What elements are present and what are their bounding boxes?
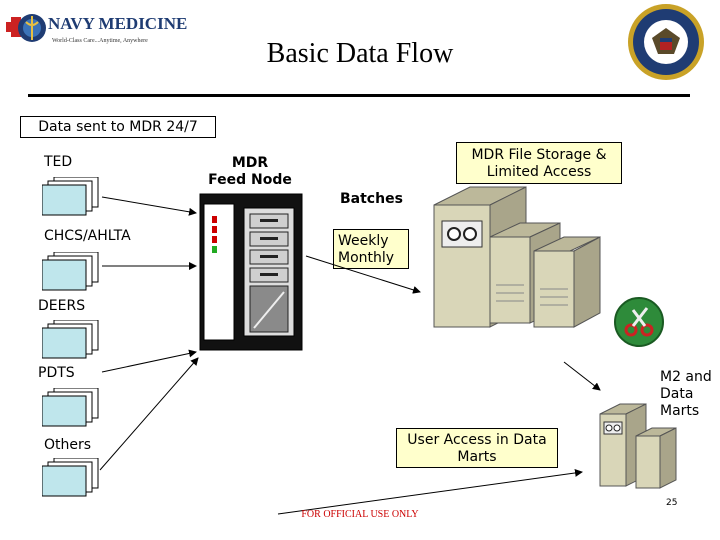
user-access-line2: Marts [457, 449, 497, 465]
marts-label-line3: Marts [660, 403, 700, 419]
arrow-others-to-feed [99, 357, 199, 471]
batches-label: Batches [340, 191, 403, 207]
navy-medicine-logo: NAVY MEDICINE World-Class Care...Anytime… [4, 6, 187, 56]
document-stack-icon [42, 252, 99, 291]
arrow-ted-to-feed [101, 196, 197, 216]
storage-label-line2: Limited Access [486, 164, 592, 180]
arrow-deers-to-feed [101, 349, 197, 373]
user-access-box: User Access in Data Marts [396, 428, 558, 468]
source-label-deers: DEERS [38, 298, 86, 314]
data-sent-label: Data sent to MDR 24/7 [38, 119, 198, 135]
navy-seal [626, 2, 706, 82]
navy-medicine-emblem-icon [6, 14, 46, 42]
document-stack-icon [42, 458, 99, 497]
schedule-monthly: Monthly [338, 250, 395, 266]
data-sent-box: Data sent to MDR 24/7 [20, 116, 216, 138]
storage-server-icon [433, 186, 601, 328]
arrow-feed-to-storage [305, 255, 421, 294]
user-access-line1: User Access in Data [407, 432, 547, 448]
feed-node-label-line1: MDR [231, 155, 269, 171]
data-mart-server-icon [599, 403, 677, 489]
marts-label-line1: M2 and [660, 369, 712, 385]
logo-text: NAVY MEDICINE [48, 14, 188, 33]
arrow-storage-to-marts [563, 361, 601, 391]
feed-node-label: MDR Feed Node [196, 155, 304, 189]
navy-seal-icon [628, 4, 704, 80]
arrow-user-access [277, 468, 583, 515]
document-stack-icon [42, 320, 99, 359]
footer-notice: FOR OFFICIAL USE ONLY [301, 509, 419, 520]
schedule-weekly: Weekly [338, 233, 389, 249]
storage-label-line1: MDR File Storage & [471, 147, 607, 163]
marts-label-line2: Data [660, 386, 694, 402]
document-stack-icon [42, 177, 99, 216]
feed-node-server-icon [199, 193, 303, 351]
storage-box: MDR File Storage & Limited Access [456, 142, 622, 184]
logo-tagline: World-Class Care...Anytime, Anywhere [52, 38, 148, 44]
source-label-pdts: PDTS [38, 365, 75, 381]
feed-node-label-line2: Feed Node [208, 172, 292, 188]
source-label-ted: TED [44, 154, 73, 170]
title-underline [28, 94, 690, 97]
document-stack-icon [42, 388, 99, 427]
source-label-others: Others [44, 437, 92, 453]
source-label-chcs-ahlta: CHCS/AHLTA [44, 228, 131, 244]
schedule-box: Weekly Monthly [333, 229, 409, 269]
marts-label: M2 and Data Marts [660, 369, 712, 420]
page-number: 25 [666, 498, 678, 508]
page-title: Basic Data Flow [266, 38, 454, 69]
tools-icon [614, 297, 664, 347]
